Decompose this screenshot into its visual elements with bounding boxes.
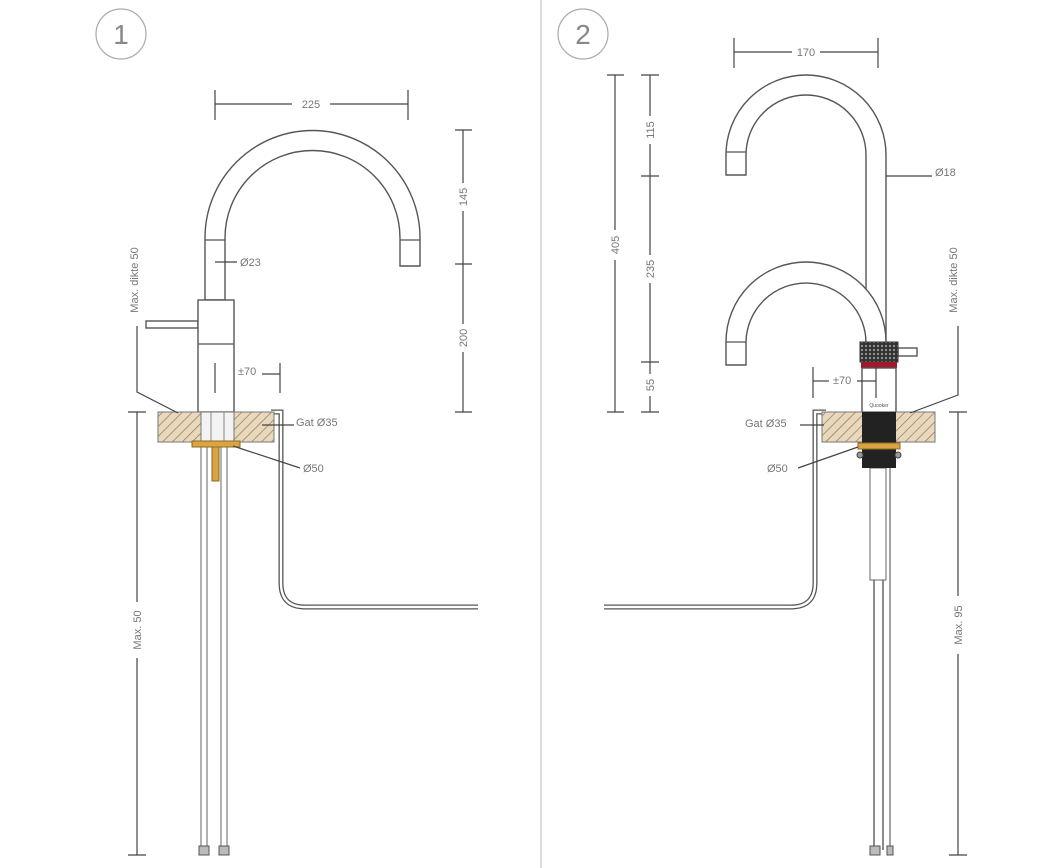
spout-width-dimension: 225: [214, 90, 409, 120]
red-indicator-band: [861, 362, 897, 368]
panel-number: 2: [575, 19, 591, 50]
panel-number-badge: [95, 8, 147, 60]
offset-dimension: ±70: [812, 367, 877, 398]
spout-width-label: 170: [797, 47, 815, 59]
offset-label: ±70: [833, 375, 851, 387]
knurled-control-ring: [859, 341, 899, 363]
hole-label: Gat Ø35: [745, 418, 787, 430]
panel-1: 1 225 Ø23 ±70: [95, 8, 478, 856]
panel-number-badge: [557, 8, 609, 60]
total-height-label: 405: [610, 236, 622, 254]
panel-2: 2 170 Quooker Ø18 ±70: [557, 8, 967, 856]
spout-width-dimension: 170: [733, 38, 879, 68]
supply-hoses: [198, 441, 230, 856]
lever-handle: [145, 320, 199, 329]
upper-height-label: 145: [458, 188, 470, 206]
mounting-rod: [211, 446, 220, 482]
mounting-washer: [191, 440, 241, 448]
upper-height-label: 115: [645, 121, 657, 139]
water-pipe: [271, 410, 478, 609]
tap-body: [861, 367, 897, 413]
max-below-label: Max. 50: [132, 610, 144, 649]
lower-height-label: 200: [458, 329, 470, 347]
tube-diameter-label: Ø18: [935, 167, 956, 179]
max-below-label: Max. 95: [953, 605, 965, 644]
water-pipe: [604, 410, 826, 609]
hole-label: Gat Ø35: [296, 417, 338, 429]
mounting-sleeve: [862, 412, 896, 468]
max-below-dimension: Max. 95: [949, 411, 967, 856]
tube-diameter-label: Ø23: [240, 257, 261, 269]
mounting-washer: [857, 442, 901, 450]
tap-body: [197, 299, 235, 413]
height-dimensions: 405 115 235 55: [607, 74, 659, 413]
brand-logo: Quooker: [869, 403, 889, 409]
spout: [204, 129, 421, 301]
panel-number: 1: [113, 19, 129, 50]
lower-height-label: 55: [645, 379, 657, 391]
max-thickness-label: Max. dikte 50: [948, 247, 960, 312]
offset-dimension: ±70: [214, 363, 281, 393]
max-below-dimension: Max. 50: [128, 411, 146, 856]
middle-height-label: 235: [645, 260, 657, 278]
lever-handle: [897, 347, 918, 357]
spout-width-label: 225: [302, 99, 320, 111]
height-dimensions: 145 200: [455, 129, 472, 413]
tap-shank: [869, 467, 887, 581]
offset-label: ±70: [238, 366, 256, 378]
max-thickness-label: Max. dikte 50: [129, 247, 141, 312]
washer-label: Ø50: [303, 463, 324, 475]
washer-label: Ø50: [767, 463, 788, 475]
